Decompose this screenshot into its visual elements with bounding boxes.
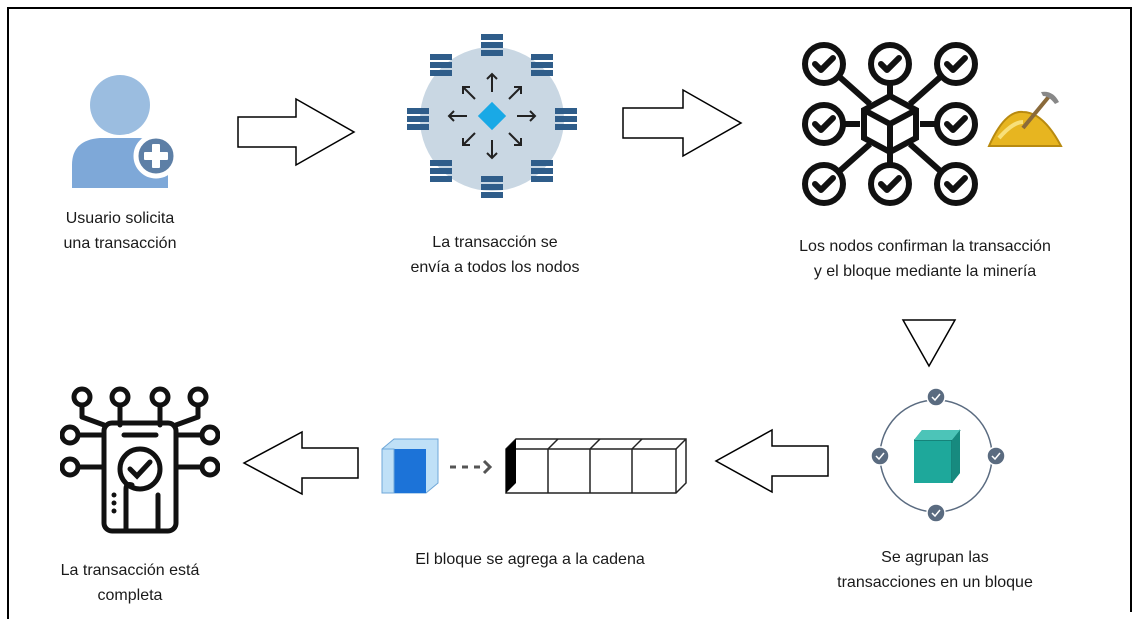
flow-arrow-right-2: [622, 88, 743, 158]
frame-left-border: [7, 7, 9, 619]
block-group-icon: [862, 385, 1010, 527]
node-confirmation-icon: [800, 40, 980, 208]
caption-confirm: Los nodos confirman la transacción y el …: [799, 238, 1051, 280]
frame-right-border: [1130, 7, 1132, 612]
mining-gold-icon: [985, 88, 1065, 152]
caption-broadcast: La transacción se envía a todos los nodo…: [410, 234, 580, 276]
network-broadcast-icon: [405, 32, 580, 207]
flow-arrow-left-2: [242, 430, 359, 496]
caption-group: Se agrupan las transacciones en un bloqu…: [837, 549, 1033, 591]
teal-cube: [914, 430, 960, 483]
flow-arrow-right-1: [237, 97, 356, 167]
user-add-icon: [70, 70, 175, 190]
blockchain-append-icon: [380, 435, 690, 497]
flow-arrow-down: [901, 319, 957, 368]
user-head: [90, 75, 150, 135]
caption-complete: La transacción está completa: [60, 562, 200, 604]
server-icons: [407, 34, 577, 198]
block-chain: [505, 438, 687, 494]
transaction-complete-icon: [60, 385, 220, 535]
frame-top-border: [8, 7, 1131, 9]
caption-append: El bloque se agrega a la cadena: [415, 551, 645, 568]
caption-user-request: Usuario solicita una transacción: [63, 210, 177, 252]
flow-arrow-left-1: [714, 428, 829, 494]
